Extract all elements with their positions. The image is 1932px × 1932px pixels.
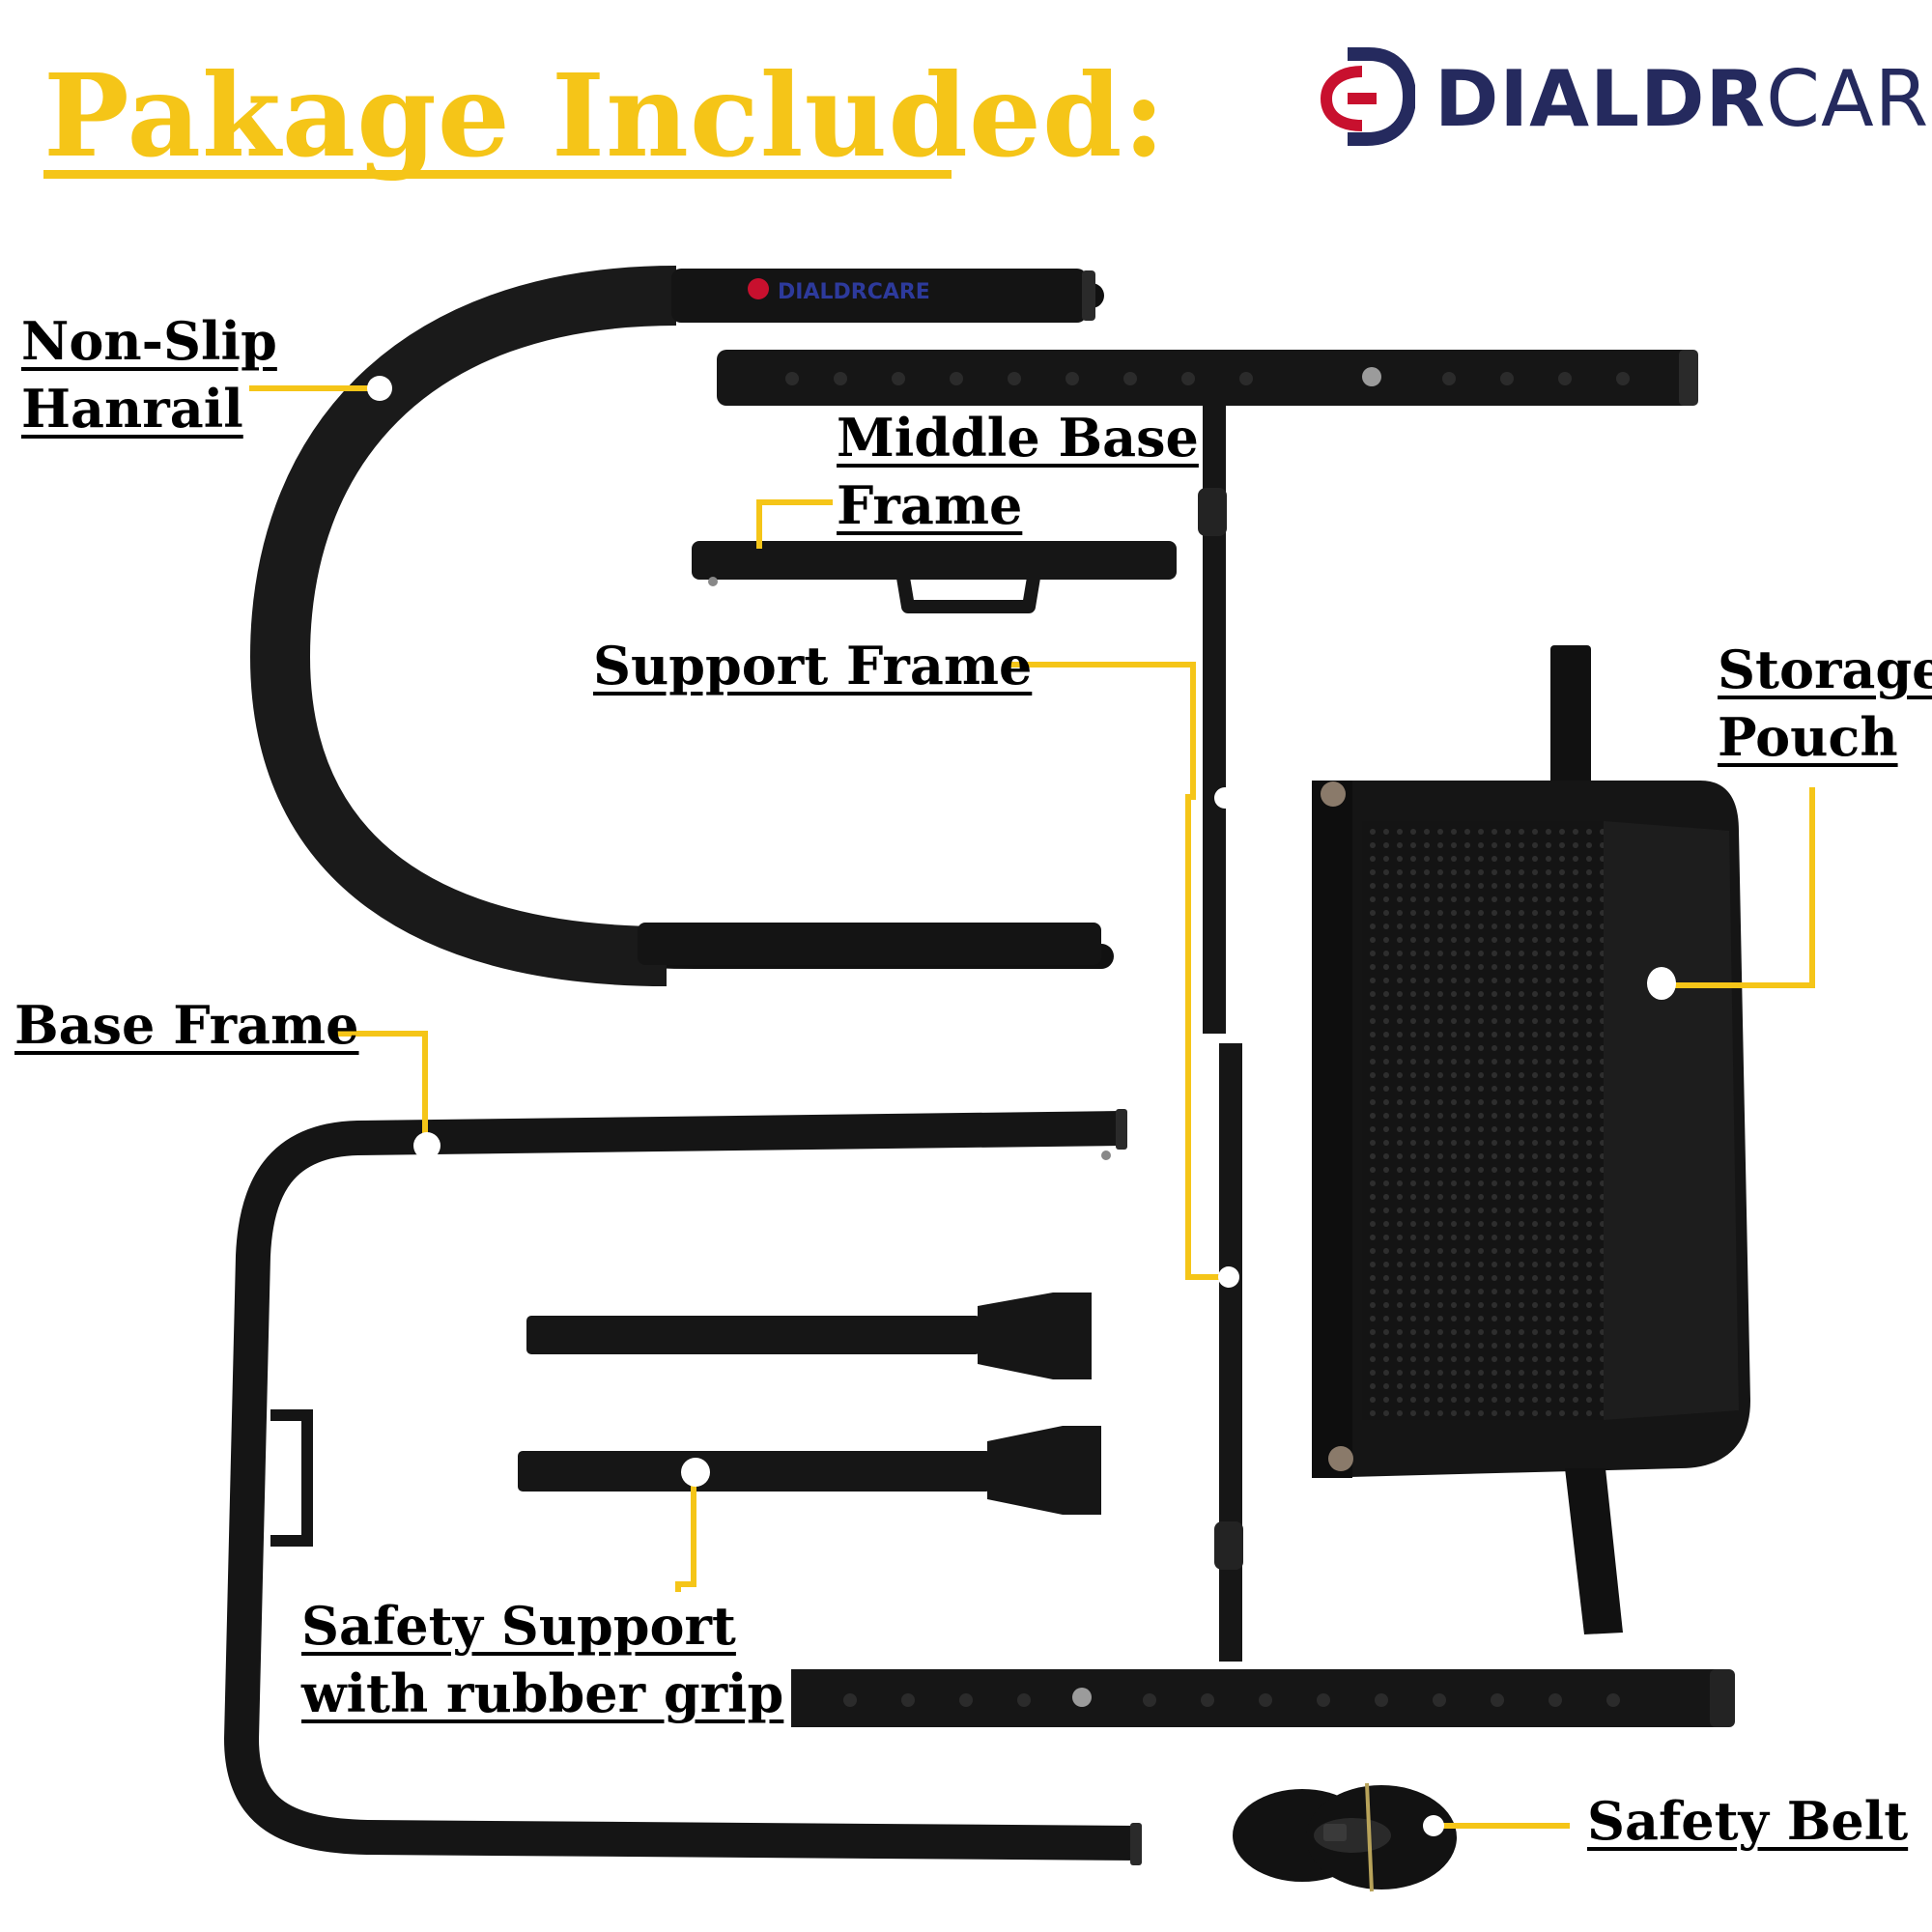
brand-light: CARE [1766,54,1932,144]
handrail-brand-text: DIALDRCARE [778,280,930,304]
label-safety-support-line2: with rubber grip [301,1662,784,1724]
label-support-frame-line1: Support Frame [593,635,1033,696]
page-title: Pakage Included: [43,48,1167,183]
label-base-frame: Base Frame [14,991,359,1059]
brand-logo: DIALDRCARE [1309,37,1932,153]
dialdrcare-logo-icon [1320,47,1415,146]
brand-bold: DIALDR [1435,54,1767,144]
label-safety-belt-line1: Safety Belt [1587,1790,1909,1852]
label-safety-support: Safety Support with rubber grip [282,1592,792,1733]
label-middle-base-frame: Middle Base Frame [837,404,1199,539]
label-safety-belt: Safety Belt [1587,1787,1908,1855]
callout-dots [367,376,1676,1836]
base-frame-part-icon [223,1109,1142,1865]
label-handrail-line1: Non-Slip [21,310,277,372]
label-storage-pouch: Storage Pouch [1718,636,1932,771]
handrail-part-icon: DIALDRCARE [249,266,1114,986]
safety-belt-icon [1233,1782,1457,1892]
middle-base-frame-part-icon [692,541,1177,613]
label-base-frame-line1: Base Frame [14,994,359,1056]
brand-wordmark: DIALDRCARE [1435,54,1932,144]
label-handrail: Non-Slip Hanrail [21,307,277,442]
label-safety-support-line1: Safety Support [301,1595,736,1657]
label-storage-pouch-line1: Storage [1718,639,1932,700]
support-frame-part-icon [717,350,1735,1727]
label-middle-base-line2: Frame [837,474,1023,536]
storage-pouch-part-icon [1312,645,1750,1634]
safety-support-leg-icon [518,1293,1101,1515]
label-handrail-line2: Hanrail [21,378,243,440]
label-middle-base-line1: Middle Base [837,407,1199,469]
label-storage-pouch-line2: Pouch [1718,706,1898,768]
callout-leaders [249,385,1815,1829]
label-support-frame: Support Frame [593,632,1032,699]
title-underline [43,170,952,179]
